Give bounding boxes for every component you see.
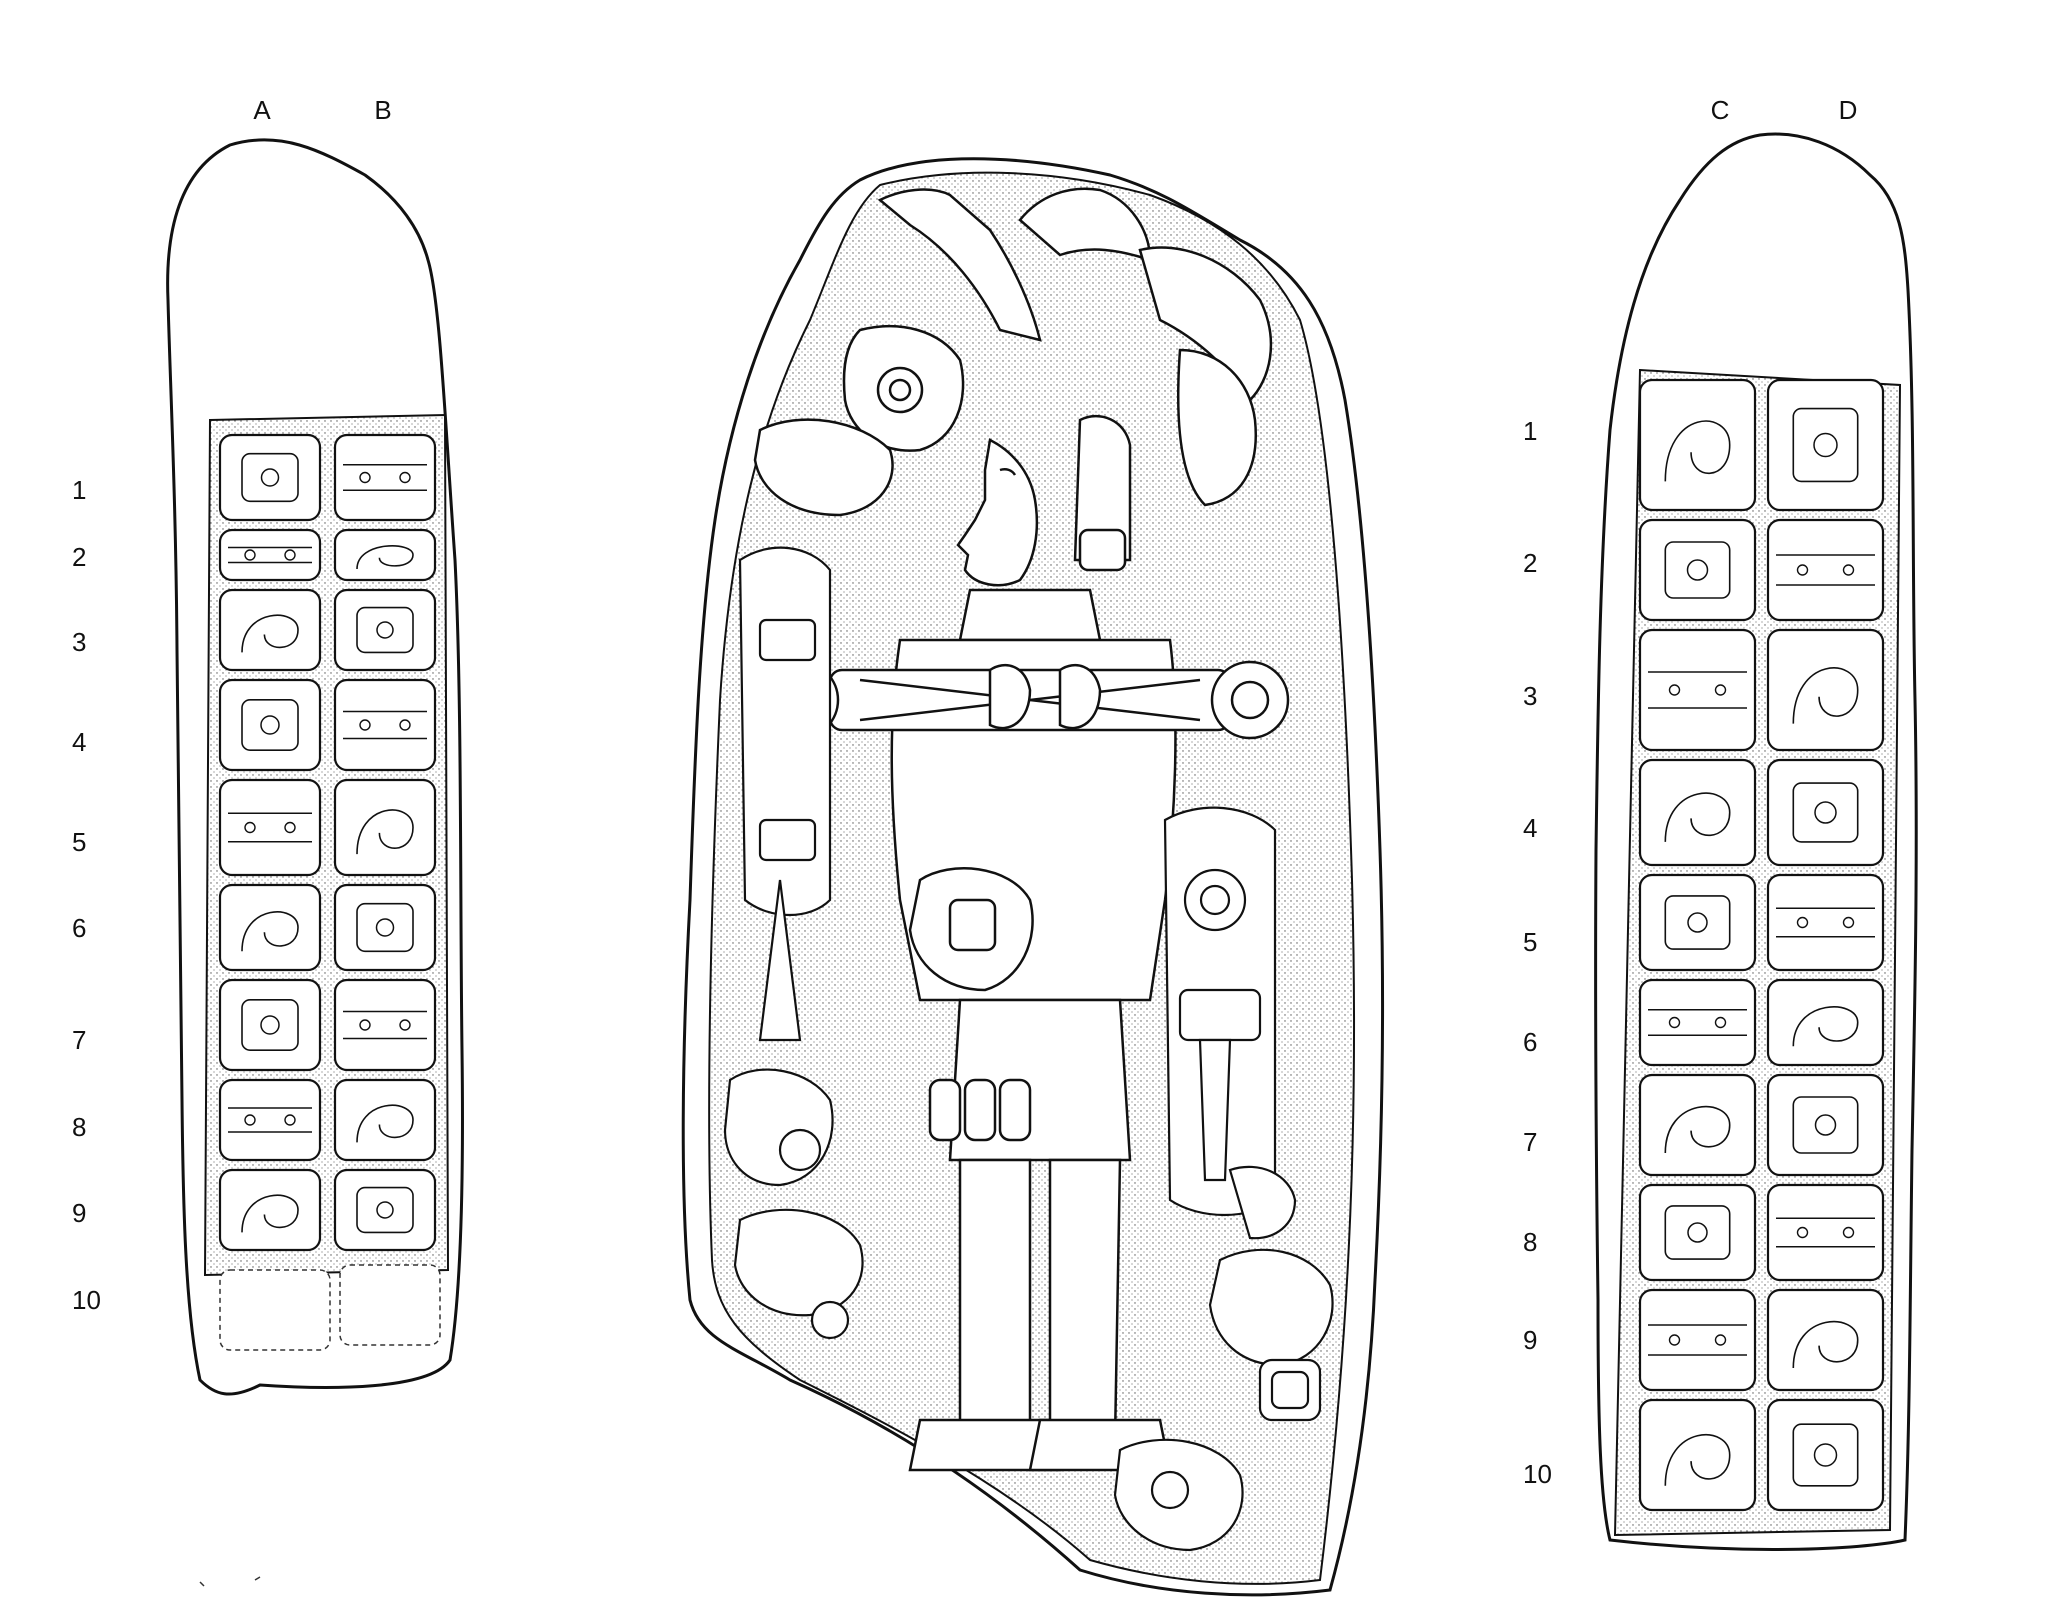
glyph-block xyxy=(333,588,437,672)
glyph-block xyxy=(218,978,322,1072)
column-label-d: D xyxy=(1838,95,1858,125)
right-row-label: 9 xyxy=(1523,1325,1538,1355)
glyph-block xyxy=(333,1078,437,1162)
right-ornament-column xyxy=(1113,806,1334,1552)
glyph-block xyxy=(1766,1398,1885,1512)
column-label-c: C xyxy=(1710,95,1730,125)
left-glyph-blocks xyxy=(218,433,437,1252)
left-row-label: 8 xyxy=(72,1112,87,1142)
glyph-block xyxy=(1766,758,1885,867)
right-row-label: 5 xyxy=(1523,927,1538,957)
right-row-label: 1 xyxy=(1523,416,1538,446)
glyph-block xyxy=(218,433,322,522)
glyph-block xyxy=(1638,518,1757,622)
glyph-block xyxy=(333,678,437,772)
right-row-label: 4 xyxy=(1523,813,1538,843)
glyph-block xyxy=(333,528,437,582)
glyph-block xyxy=(1638,1073,1757,1177)
glyph-block xyxy=(1766,518,1885,622)
glyph-block xyxy=(1638,628,1757,752)
left-row-label: 4 xyxy=(72,727,87,757)
column-label-a: A xyxy=(253,95,271,125)
headdress xyxy=(753,187,1273,572)
left-row-label: 5 xyxy=(72,827,87,857)
glyph-block xyxy=(1766,628,1885,752)
right-row-label: 8 xyxy=(1523,1227,1538,1257)
glyph-block xyxy=(1638,978,1757,1067)
glyph-block xyxy=(218,588,322,672)
column-label-b: B xyxy=(374,95,392,125)
left-row-label: 6 xyxy=(72,913,87,943)
ruler-figure xyxy=(760,438,1290,1472)
glyph-block xyxy=(333,433,437,522)
right-glyph-blocks xyxy=(1638,378,1885,1512)
glyph-block xyxy=(1638,1288,1757,1392)
glyph-block xyxy=(333,883,437,972)
left-row-label: 7 xyxy=(72,1025,87,1055)
left-row-label: 9 xyxy=(72,1198,87,1228)
left-row-label: 1 xyxy=(72,475,87,505)
right-row-label: 2 xyxy=(1523,548,1538,578)
right-side-panel xyxy=(1594,132,1918,1551)
left-row-label: 2 xyxy=(72,542,87,572)
glyph-block xyxy=(333,978,437,1072)
glyph-block xyxy=(1638,873,1757,972)
glyph-block xyxy=(1638,378,1757,512)
glyph-block xyxy=(218,883,322,972)
right-row-label: 7 xyxy=(1523,1127,1538,1157)
left-row-label: 3 xyxy=(72,627,87,657)
glyph-block xyxy=(1638,1398,1757,1512)
glyph-block xyxy=(333,778,437,877)
glyph-block xyxy=(1766,873,1885,972)
left-row-label: 10 xyxy=(72,1285,101,1315)
glyph-block xyxy=(218,528,322,582)
glyph-block xyxy=(1766,978,1885,1067)
glyph-block xyxy=(1766,1288,1885,1392)
right-row-label: 3 xyxy=(1523,681,1538,711)
glyph-block xyxy=(1766,378,1885,512)
left-ornament-column xyxy=(723,546,864,1340)
glyph-block xyxy=(1638,758,1757,867)
front-panel xyxy=(681,157,1384,1597)
glyph-block xyxy=(218,778,322,877)
glyph-block xyxy=(218,1168,322,1252)
right-row-label: 10 xyxy=(1523,1459,1552,1489)
glyph-block xyxy=(218,1078,322,1162)
right-row-label: 6 xyxy=(1523,1027,1538,1057)
left-side-panel xyxy=(166,138,464,1396)
glyph-block xyxy=(1766,1073,1885,1177)
glyph-block xyxy=(1766,1183,1885,1282)
glyph-block xyxy=(1638,1183,1757,1282)
glyph-block xyxy=(333,1168,437,1252)
glyph-block xyxy=(218,678,322,772)
